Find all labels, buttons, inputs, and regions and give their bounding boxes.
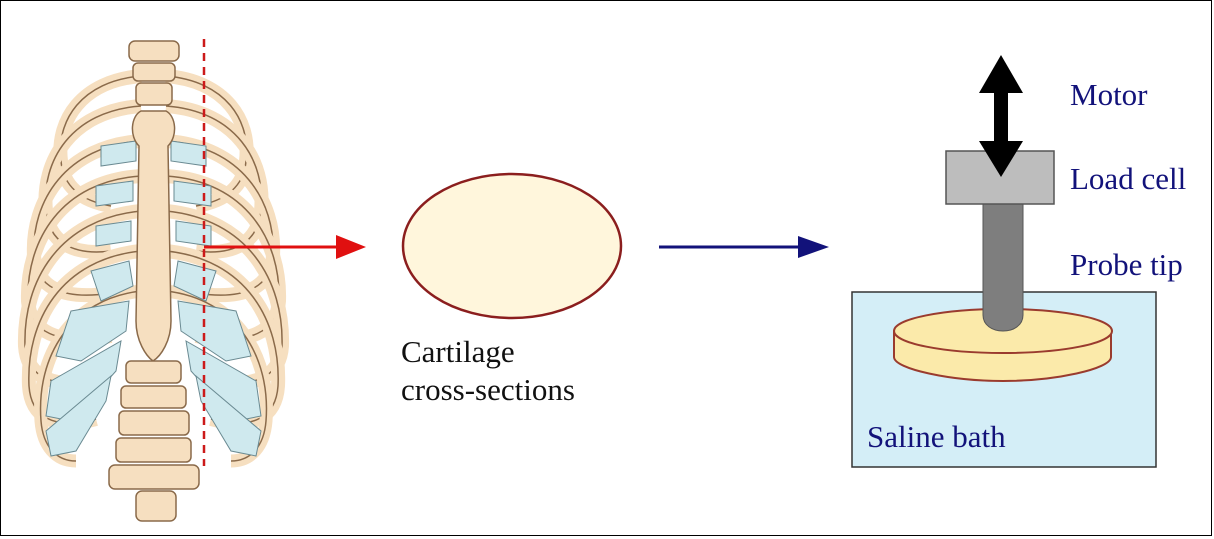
cartilage-caption-line2: cross-sections bbox=[401, 372, 575, 407]
cross-section-ellipse bbox=[401, 172, 623, 320]
load-cell-label: Load cell bbox=[1070, 161, 1187, 196]
rib-cage-illustration bbox=[17, 39, 290, 522]
costal-cartilage bbox=[45, 140, 262, 457]
probe-tip bbox=[982, 200, 1024, 332]
probe-tip-label: Probe tip bbox=[1070, 247, 1183, 282]
saline-bath-label: Saline bath bbox=[867, 419, 1006, 454]
blue-arrow bbox=[659, 236, 829, 258]
red-arrow bbox=[204, 235, 366, 259]
motor-label: Motor bbox=[1070, 77, 1148, 112]
sternum bbox=[131, 110, 176, 362]
spine bbox=[108, 40, 200, 522]
motor-arrow bbox=[979, 55, 1023, 177]
cartilage-caption-line1: Cartilage bbox=[401, 334, 515, 369]
